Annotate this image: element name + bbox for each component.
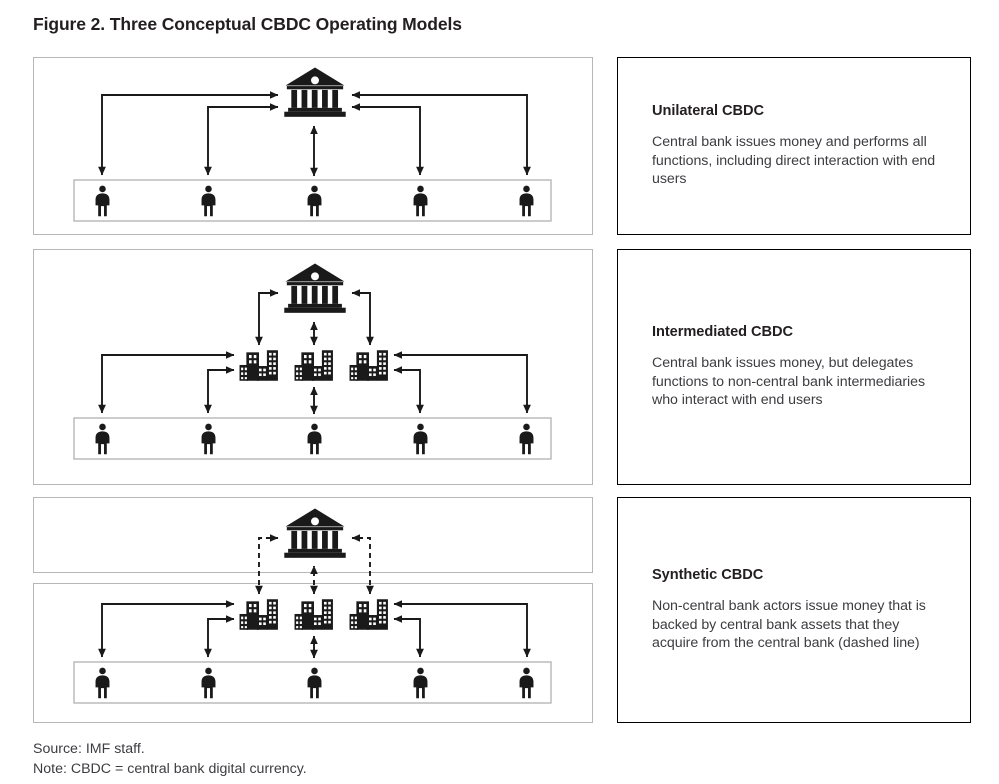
source-line: Source: IMF staff. xyxy=(33,741,145,757)
figure-footnotes: Source: IMF staff. Note: CBDC = central … xyxy=(33,739,307,779)
diagram-panel-intermediated xyxy=(33,249,593,485)
figure-title: Figure 2. Three Conceptual CBDC Operatin… xyxy=(33,14,462,34)
panel-heading-synthetic: Synthetic CBDC xyxy=(652,567,764,584)
diagram-panel-synthetic-central-bank-zone xyxy=(33,497,593,573)
diagram-panel-synthetic-private-zone xyxy=(33,583,593,723)
panel-heading-unilateral: Unilateral CBDC xyxy=(652,103,764,120)
panel-description-intermediated: Central bank issues money, but delegates… xyxy=(652,355,926,409)
description-panel-intermediated: Intermediated CBDC Central bank issues m… xyxy=(617,249,971,485)
panel-heading-intermediated: Intermediated CBDC xyxy=(652,324,794,341)
note-line: Note: CBDC = central bank digital curren… xyxy=(33,761,307,778)
description-panel-synthetic: Synthetic CBDC Non-central bank actors i… xyxy=(617,497,971,723)
diagram-panel-unilateral xyxy=(33,57,593,235)
panel-description-synthetic: Non-central bank actors issue money that… xyxy=(652,598,926,652)
description-panel-unilateral: Unilateral CBDC Central bank issues mone… xyxy=(617,57,971,235)
panel-description-unilateral: Central bank issues money and performs a… xyxy=(652,134,936,188)
